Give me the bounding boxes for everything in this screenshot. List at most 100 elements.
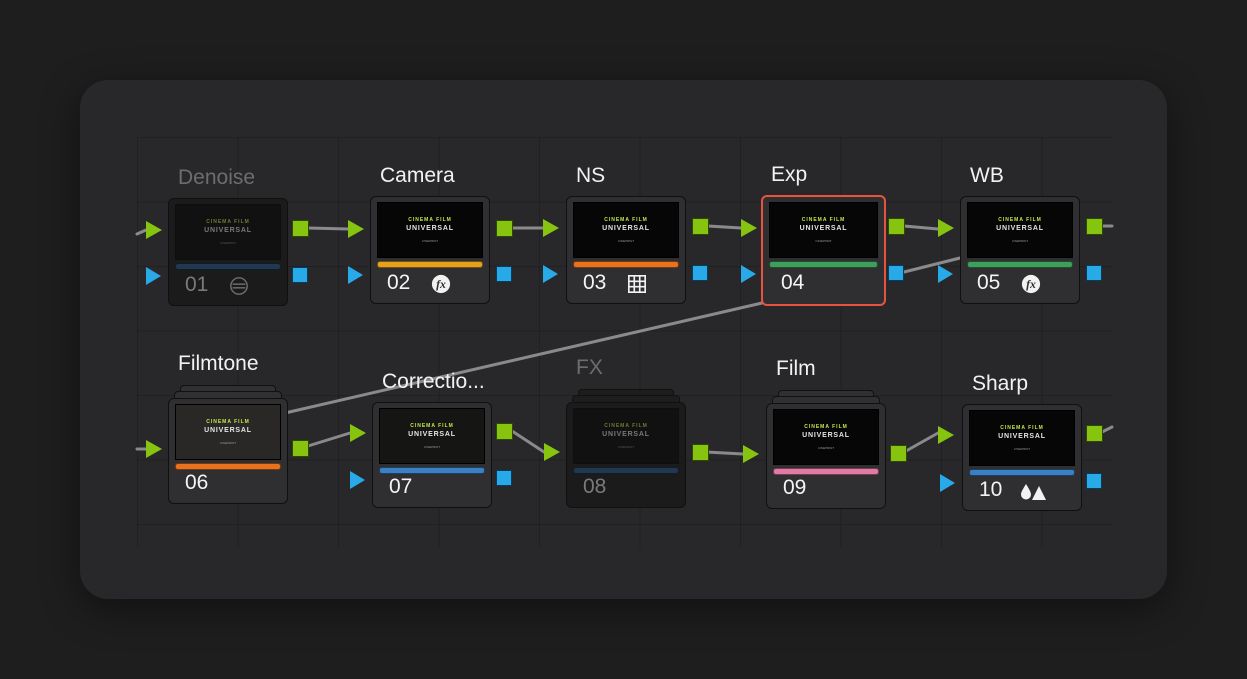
node-06-output-port[interactable] <box>292 440 309 457</box>
node-thumbnail: CINEMA FILM UNIVERSAL CINEPRINT <box>969 410 1075 466</box>
node-06-input-port[interactable] <box>146 440 162 458</box>
node-number: 08 <box>583 475 607 498</box>
thumbnail-tag: CINEPRINT <box>1013 447 1031 451</box>
node-03-output-port[interactable] <box>692 218 709 235</box>
node-10-input-port[interactable] <box>938 426 954 444</box>
node-03[interactable]: NS CINEMA FILM UNIVERSAL CINEPRINT 03 <box>566 164 686 304</box>
node-08-output-port[interactable] <box>692 444 709 461</box>
node-10-output-port[interactable] <box>1086 425 1103 442</box>
node-title: WB <box>970 164 1004 187</box>
node-color-bar <box>377 261 483 268</box>
node-03-alpha-input-port[interactable] <box>543 265 558 283</box>
thumbnail-brand: CINEMA FILM <box>604 217 648 223</box>
node-number: 01 <box>185 273 209 296</box>
node-number: 09 <box>783 476 807 499</box>
node-title: Sharp <box>972 372 1029 395</box>
node-01-alpha-output-port[interactable] <box>292 267 308 283</box>
thumbnail-tag: CINEPRINT <box>219 241 237 245</box>
node-03-input-port[interactable] <box>543 219 559 237</box>
node-number: 03 <box>583 271 607 294</box>
node-04-alpha-output-port[interactable] <box>888 265 904 281</box>
thumbnail-title: UNIVERSAL <box>799 225 848 232</box>
node-09[interactable]: Film CINEMA FILM UNIVERSAL CINEPRINT 09 <box>766 357 886 509</box>
node-04-alpha-input-port[interactable] <box>741 265 756 283</box>
node-title: Filmtone <box>178 352 259 375</box>
node-color-bar <box>967 261 1073 268</box>
node-04[interactable]: Exp CINEMA FILM UNIVERSAL CINEPRINT 04 <box>761 163 886 306</box>
node-card[interactable]: CINEMA FILM UNIVERSAL CINEPRINT 05 fx <box>960 196 1080 304</box>
node-04-output-port[interactable] <box>888 218 905 235</box>
node-card[interactable]: CINEMA FILM UNIVERSAL CINEPRINT 02 fx <box>370 196 490 304</box>
node-04-input-port[interactable] <box>741 219 757 237</box>
thumbnail-title: UNIVERSAL <box>204 227 252 234</box>
node-title: Film <box>776 357 816 380</box>
thumbnail-title: UNIVERSAL <box>204 427 252 434</box>
node-07-alpha-input-port[interactable] <box>350 471 365 489</box>
node-card[interactable]: CINEMA FILM UNIVERSAL CINEPRINT 10 <box>962 404 1082 511</box>
node-number: 07 <box>389 475 413 498</box>
node-card[interactable]: CINEMA FILM UNIVERSAL CINEPRINT 01 <box>168 198 288 306</box>
thumbnail-tag: CINEPRINT <box>617 445 635 449</box>
node-05-output-port[interactable] <box>1086 218 1103 235</box>
node-title: Correctio... <box>382 370 485 393</box>
node-card[interactable]: CINEMA FILM UNIVERSAL CINEPRINT 03 <box>566 196 686 304</box>
node-10[interactable]: Sharp CINEMA FILM UNIVERSAL CINEPRINT 10 <box>962 372 1082 511</box>
node-07-output-port[interactable] <box>496 423 513 440</box>
node-card[interactable]: CINEMA FILM UNIVERSAL CINEPRINT 08 <box>566 402 686 508</box>
node-05-alpha-output-port[interactable] <box>1086 265 1102 281</box>
node-06[interactable]: Filmtone CINEMA FILM UNIVERSAL CINEPRINT… <box>168 352 288 504</box>
node-color-bar <box>773 468 879 475</box>
node-thumbnail: CINEMA FILM UNIVERSAL CINEPRINT <box>175 204 281 260</box>
node-card[interactable]: CINEMA FILM UNIVERSAL CINEPRINT 07 <box>372 402 492 508</box>
node-09-output-port[interactable] <box>890 445 907 462</box>
node-card[interactable]: CINEMA FILM UNIVERSAL CINEPRINT 06 <box>168 398 288 504</box>
node-05-input-port[interactable] <box>938 219 954 237</box>
node-number: 06 <box>185 471 209 494</box>
node-card[interactable]: CINEMA FILM UNIVERSAL CINEPRINT 04 <box>761 195 886 306</box>
node-card[interactable]: CINEMA FILM UNIVERSAL CINEPRINT 09 <box>766 403 886 509</box>
thumbnail-brand: CINEMA FILM <box>206 219 250 225</box>
thumbnail-brand: CINEMA FILM <box>1000 425 1044 431</box>
fx-icon: fx <box>1021 274 1041 294</box>
node-08-input-port[interactable] <box>544 443 560 461</box>
node-01[interactable]: Denoise CINEMA FILM UNIVERSAL CINEPRINT … <box>168 166 288 306</box>
svg-text:fx: fx <box>436 277 446 291</box>
node-02-alpha-input-port[interactable] <box>348 266 363 284</box>
node-02-input-port[interactable] <box>348 220 364 238</box>
thumbnail-tag: CINEPRINT <box>617 239 635 243</box>
node-01-alpha-input-port[interactable] <box>146 267 161 285</box>
node-title: Denoise <box>178 166 256 189</box>
thumbnail-tag: CINEPRINT <box>815 239 832 243</box>
thumbnail-brand: CINEMA FILM <box>410 423 454 429</box>
node-07[interactable]: Correctio... CINEMA FILM UNIVERSAL CINEP… <box>372 370 492 508</box>
thumbnail-brand: CINEMA FILM <box>804 424 848 430</box>
node-09-input-port[interactable] <box>743 445 759 463</box>
node-thumbnail: CINEMA FILM UNIVERSAL CINEPRINT <box>967 202 1073 258</box>
node-thumbnail: CINEMA FILM UNIVERSAL CINEPRINT <box>573 202 679 258</box>
thumbnail-brand: CINEMA FILM <box>206 419 250 425</box>
thumbnail-tag: CINEPRINT <box>817 446 835 450</box>
thumbnail-title: UNIVERSAL <box>602 225 650 232</box>
node-10-alpha-output-port[interactable] <box>1086 473 1102 489</box>
node-05-alpha-input-port[interactable] <box>938 265 953 283</box>
node-02[interactable]: Camera CINEMA FILM UNIVERSAL CINEPRINT 0… <box>370 164 490 304</box>
node-10-alpha-input-port[interactable] <box>940 474 955 492</box>
node-title: FX <box>576 356 603 379</box>
node-01-input-port[interactable] <box>146 221 162 239</box>
node-03-alpha-output-port[interactable] <box>692 265 708 281</box>
node-color-bar <box>573 261 679 268</box>
thumbnail-title: UNIVERSAL <box>996 225 1044 232</box>
node-01-output-port[interactable] <box>292 220 309 237</box>
node-color-bar <box>769 261 878 268</box>
node-08[interactable]: FX CINEMA FILM UNIVERSAL CINEPRINT 08 <box>566 356 686 508</box>
node-color-bar <box>379 467 485 474</box>
node-07-alpha-output-port[interactable] <box>496 470 512 486</box>
thumbnail-tag: CINEPRINT <box>421 239 439 243</box>
thumbnail-title: UNIVERSAL <box>408 431 456 438</box>
fx-icon: fx <box>431 274 451 294</box>
node-02-output-port[interactable] <box>496 220 513 237</box>
node-07-input-port[interactable] <box>350 424 366 442</box>
drop-triangle-icon <box>1019 481 1047 501</box>
node-05[interactable]: WB CINEMA FILM UNIVERSAL CINEPRINT 05 fx <box>960 164 1080 304</box>
node-02-alpha-output-port[interactable] <box>496 266 512 282</box>
